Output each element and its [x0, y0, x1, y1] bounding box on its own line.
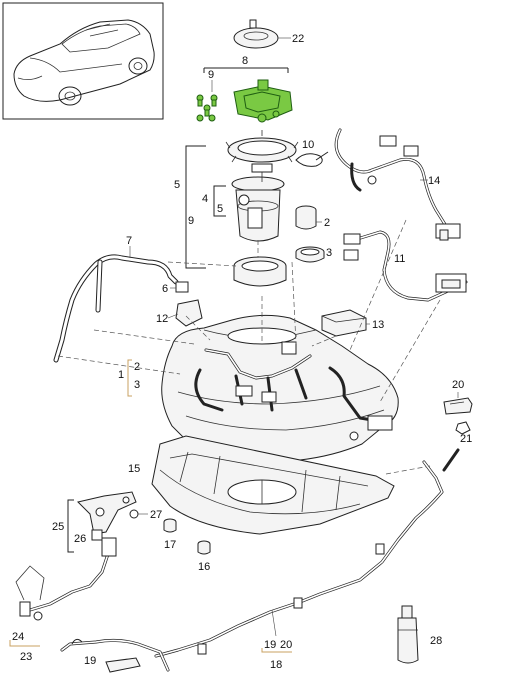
part-28-fluid-bottle [397, 605, 419, 664]
part-14-wiring-harness [334, 128, 461, 241]
callout-26: 26 [74, 533, 86, 545]
fuel-line-18 [154, 448, 460, 658]
callout-2-cap: 2 [324, 217, 330, 229]
part-25-bracket [77, 491, 137, 535]
callout-18: 18 [270, 659, 282, 671]
callout-9-top: 9 [208, 69, 214, 81]
callout-3-seal: 3 [326, 247, 332, 259]
bracket-23-24 [9, 640, 40, 647]
callout-24: 24 [12, 631, 24, 643]
callout-27: 27 [150, 509, 162, 521]
highlighted-screws-9 [196, 94, 218, 122]
part-16-grommet [197, 540, 211, 555]
filler-pipe-24 [15, 537, 117, 621]
car-icon [13, 19, 155, 106]
bracket-18-19-20 [261, 648, 292, 653]
part-27-nut [129, 509, 148, 519]
callout-16: 16 [198, 561, 210, 573]
callout-labels: 22 8 9 10 14 5 4 5 9 2 3 7 11 6 12 13 1 … [12, 33, 472, 671]
fuel-tank [161, 296, 399, 465]
callout-5-inner: 5 [217, 203, 223, 215]
callout-3-tank: 3 [134, 379, 140, 391]
bracket-25 [67, 499, 74, 553]
part-3-seal-ring [295, 246, 325, 263]
part-19-lower-pipe [60, 638, 170, 673]
locking-ring [225, 130, 299, 163]
callout-14: 14 [428, 175, 440, 187]
vehicle-inset [2, 2, 164, 120]
bracket-1-2-3 [127, 359, 132, 397]
callout-4: 4 [202, 193, 208, 205]
callout-19-left: 19 [84, 655, 96, 667]
part-10-cable-tie [295, 151, 329, 167]
dashed-leaders [57, 219, 441, 475]
callout-8: 8 [242, 55, 248, 67]
bracket-4-5 [213, 185, 226, 217]
part-11-wiring-harness [343, 230, 468, 302]
callout-1: 1 [118, 369, 124, 381]
part-21-nut [455, 421, 471, 435]
callout-22: 22 [292, 33, 304, 45]
callout-25: 25 [52, 521, 64, 533]
part-26-clip [91, 529, 103, 541]
callout-23: 23 [20, 651, 32, 663]
callout-10: 10 [302, 139, 314, 151]
callout-6: 6 [162, 283, 168, 295]
part-6-clamp [170, 281, 189, 293]
callout-13: 13 [372, 319, 384, 331]
callout-12: 12 [156, 313, 168, 325]
fuel-pump-module [231, 163, 285, 262]
callout-11: 11 [394, 253, 405, 265]
part-13-module [321, 309, 370, 337]
part-2-cap [295, 205, 322, 230]
callout-5-outer: 5 [174, 179, 180, 191]
part-17-grommet [163, 518, 177, 533]
tank-shield-plate [151, 435, 395, 535]
highlighted-pump-control-unit [233, 79, 293, 123]
callout-7: 7 [126, 235, 132, 247]
callout-19-right: 19 [264, 639, 276, 651]
callout-9-side: 9 [188, 215, 194, 227]
inset-frame [2, 2, 164, 120]
bracket-5-9 [185, 145, 206, 269]
tank-flange-ring [233, 256, 287, 287]
part-20-bracket [443, 392, 473, 415]
callout-21: 21 [460, 433, 472, 445]
callout-15: 15 [128, 463, 140, 475]
callout-20-top: 20 [452, 379, 464, 391]
callout-17: 17 [164, 539, 176, 551]
callout-20-bottom: 20 [280, 639, 292, 651]
callout-2-tank: 2 [134, 361, 140, 373]
part-22-service-cover [233, 19, 291, 49]
callout-28: 28 [430, 635, 442, 647]
part-12-valve [167, 299, 203, 327]
part-7-vent-hose [53, 246, 179, 363]
